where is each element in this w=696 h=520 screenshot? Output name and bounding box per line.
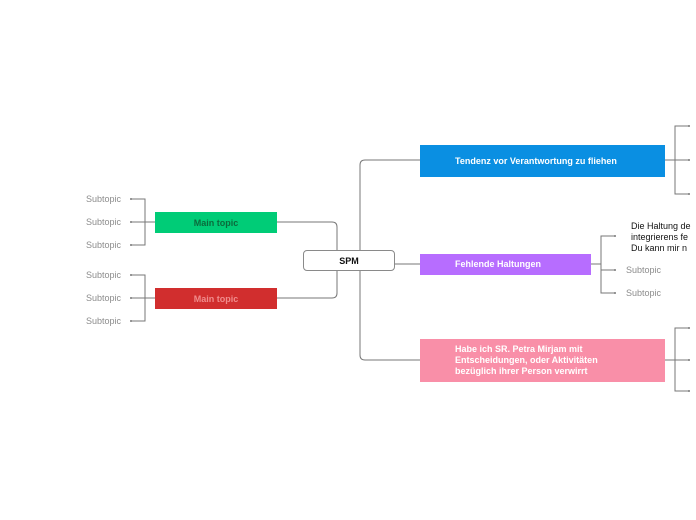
main-topic-label: Fehlende Haltungen [455,259,542,269]
subtopic[interactable]: Subtopic [85,316,121,326]
main-topic-label: Habe ich SR. Petra Mirjam mit Entscheidu… [455,344,598,376]
subtopic[interactable]: Subtopic [85,194,121,204]
right-main-topic-2[interactable]: Fehlende Haltungen [420,254,591,275]
subtopic[interactable]: Subtopic [626,288,662,298]
left-main-topic-2[interactable]: Main topic [155,288,277,309]
main-topic-label: Main topic [193,217,239,228]
right-main-topic-1[interactable]: Tendenz vor Verantwortung zu fliehen [420,145,665,177]
subtopic[interactable]: Subtopic [626,265,662,275]
topic-note[interactable]: Die Haltung de integrierens fe Du kann m… [631,221,696,254]
note-line: Du kann mir n [631,243,688,253]
subtopic[interactable]: Subtopic [85,217,121,227]
subtopic[interactable]: Subtopic [85,240,121,250]
central-topic[interactable]: SPM [303,250,395,271]
central-topic-label: SPM [339,255,359,266]
note-line: integrierens fe [631,232,689,242]
main-topic-label: Tendenz vor Verantwortung zu fliehen [455,155,617,166]
subtopic[interactable]: Subtopic [85,293,121,303]
left-main-topic-1[interactable]: Main topic [155,212,277,233]
note-line: Die Haltung de [631,221,691,231]
subtopic[interactable]: Subtopic [85,270,121,280]
right-main-topic-3[interactable]: Habe ich SR. Petra Mirjam mit Entscheidu… [420,339,665,382]
main-topic-label: Main topic [193,293,239,304]
